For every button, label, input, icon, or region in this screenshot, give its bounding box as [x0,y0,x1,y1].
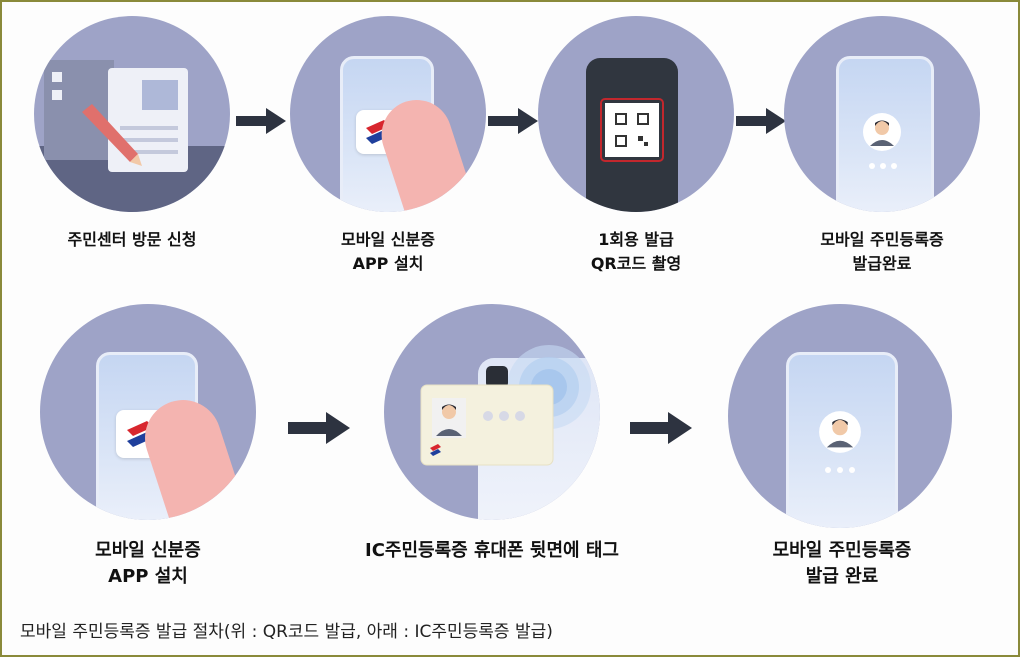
step-qr-scan-label: 1회용 발급 QR코드 촬영 [590,230,682,273]
arrow-right-icon [236,108,286,134]
step-qr-scan-illustration [538,16,734,212]
arrow-right-icon [736,108,786,134]
step-ic-tag-illustration [384,304,600,520]
step-install-app-label: 모바일 신분증 APP 설치 [95,540,201,587]
profile-icon [819,411,861,453]
figure-caption: 모바일 주민등록증 발급 절차(위 : QR코드 발급, 아래 : IC주민등록… [20,622,553,642]
step-issued-label: 모바일 주민등록증 발급완료 [820,230,944,273]
dots-icon [825,467,855,473]
dots-icon [869,163,897,169]
step-issued-label: 모바일 주민등록증 발급 완료 [772,540,912,587]
step-ic-tag-label: IC주민등록증 휴대폰 뒷면에 태그 [365,540,619,561]
step-install-app-illustration [290,16,486,212]
profile-icon [863,113,901,151]
qr-code-icon [600,98,664,162]
step-issued-illustration [728,304,952,528]
step-visit-center-illustration [34,16,230,212]
step-issued-illustration [784,16,980,212]
step-install-app-illustration [40,304,256,520]
step-visit-center-label: 주민센터 방문 신청 [67,230,197,249]
ic-card-icon [420,384,554,466]
arrow-right-icon [488,108,538,134]
arrow-right-icon [630,412,692,444]
arrow-right-icon [288,412,350,444]
step-install-app-label: 모바일 신분증 APP 설치 [341,230,435,273]
camera-icon [486,366,508,388]
document-pen-icon [34,60,230,212]
